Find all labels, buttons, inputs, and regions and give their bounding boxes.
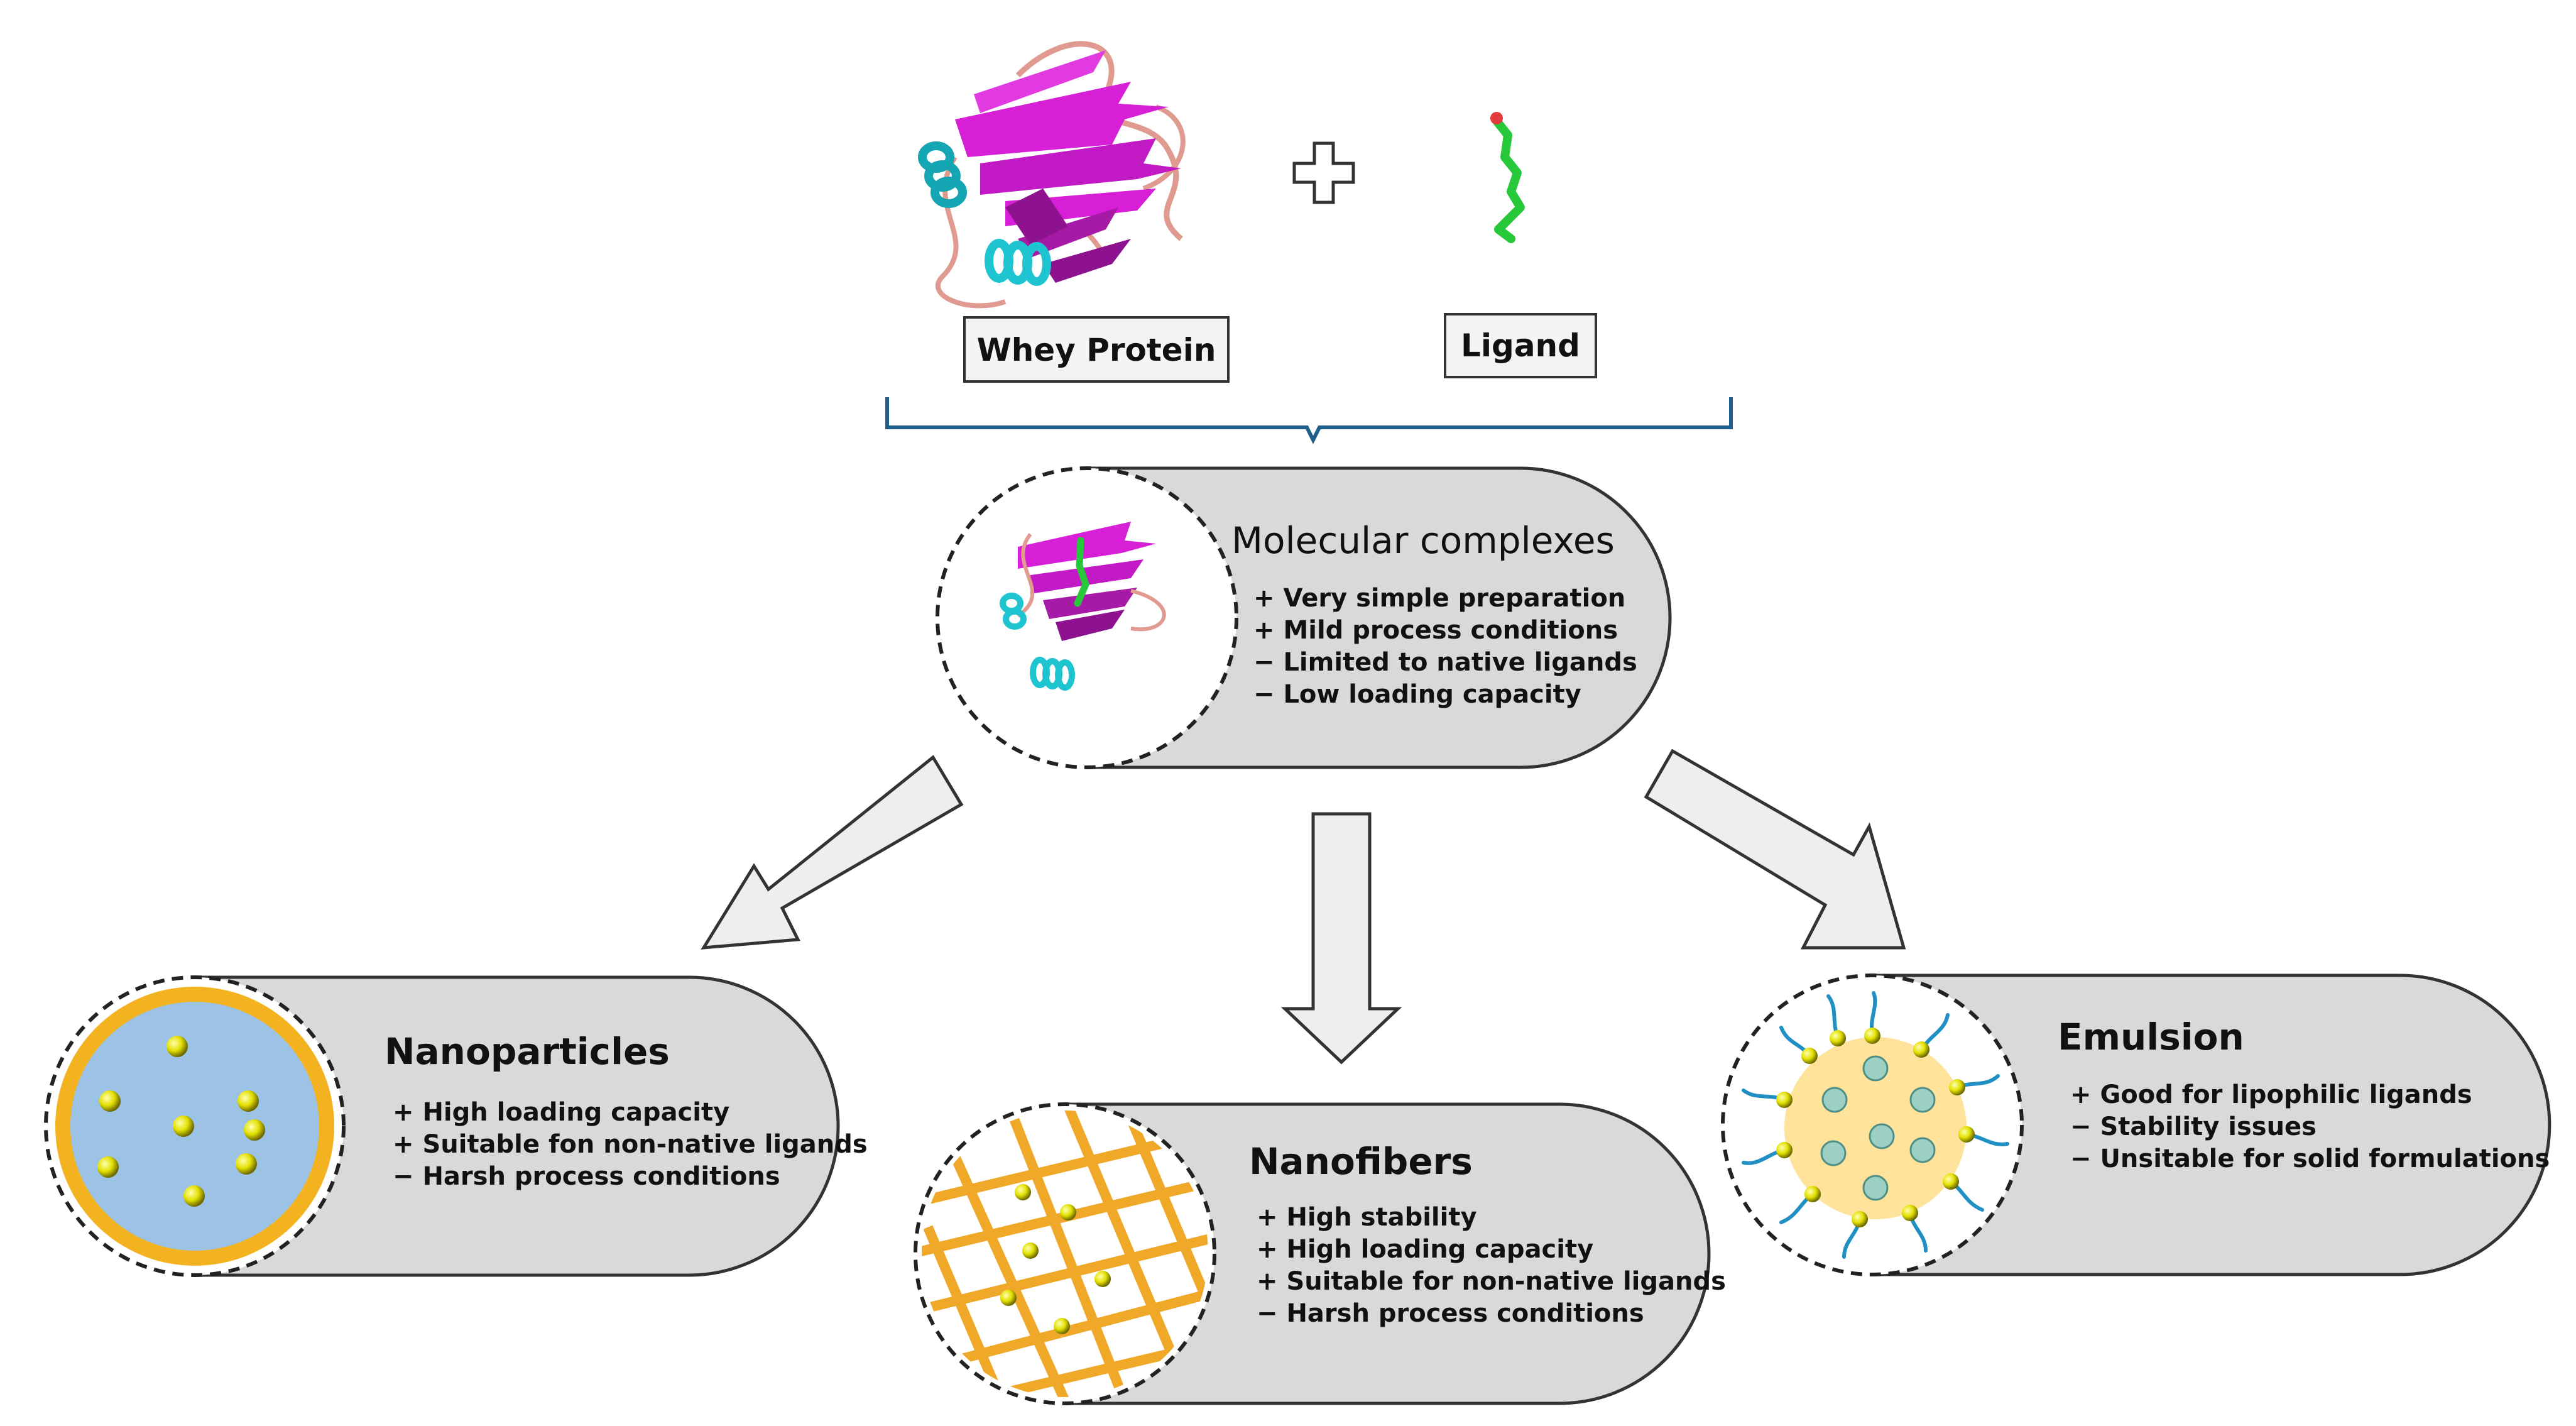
molecular-complexes-panel: Molecular complexes + Very simple prepar… <box>936 466 1672 769</box>
plus-icon <box>1292 141 1355 204</box>
emulsion-point-3: − Unsitable for solid formulations <box>2070 1144 2550 1173</box>
arrow-down-icon <box>1280 812 1402 1065</box>
whey-protein-label-box: Whey Protein <box>963 316 1230 383</box>
molecular-point-3: − Limited to native ligands <box>1253 648 1637 677</box>
molecular-point-2: + Mild process conditions <box>1253 616 1618 645</box>
nanofibers-point-1: + High stability <box>1257 1203 1477 1232</box>
bracket <box>885 397 1733 444</box>
ligand-label: Ligand <box>1461 327 1580 364</box>
nanoparticles-point-1: + High loading capacity <box>393 1098 729 1127</box>
nanofibers-point-3: + Suitable for non-native ligands <box>1257 1267 1726 1296</box>
nanofibers-panel: Nanofibers + High stability + High loadi… <box>914 1102 1726 1405</box>
emulsion-title: Emulsion <box>2058 1016 2244 1058</box>
nanofibers-point-4: − Harsh process conditions <box>1257 1299 1644 1328</box>
nanoparticles-title: Nanoparticles <box>385 1030 670 1073</box>
whey-protein-label: Whey Protein <box>977 332 1216 368</box>
oil-droplets <box>1820 1055 1936 1201</box>
nanofibers-point-2: + High loading capacity <box>1257 1235 1593 1264</box>
ligand-label-box: Ligand <box>1444 313 1597 378</box>
gold-sphere-icon <box>1776 1028 1975 1227</box>
nanoparticles-panel: Nanoparticles + High loading capacity + … <box>44 975 868 1277</box>
nanoparticle-icon <box>55 987 334 1266</box>
ligand-molecule-icon <box>1490 112 1525 243</box>
emulsion-panel: Emulsion + Good for lipophilic ligands −… <box>1721 974 2551 1276</box>
nanoparticles-point-3: − Harsh process conditions <box>393 1162 780 1191</box>
molecular-complex-icon <box>1000 522 1166 691</box>
nanoparticles-point-2: + Suitable fon non-native ligands <box>393 1130 868 1159</box>
gold-sphere-icon <box>97 1036 265 1207</box>
emulsion-droplet-icon <box>1742 991 2009 1259</box>
gold-sphere-icon <box>1000 1184 1111 1334</box>
molecular-point-4: − Low loading capacity <box>1253 680 1581 709</box>
emulsion-point-2: − Stability issues <box>2070 1112 2317 1141</box>
arrow-down-left-icon <box>701 755 964 950</box>
molecular-point-1: + Very simple preparation <box>1253 584 1625 613</box>
molecular-complexes-title: Molecular complexes <box>1231 519 1615 562</box>
nanofibers-title: Nanofibers <box>1249 1140 1473 1183</box>
whey-protein-icon <box>918 41 1186 309</box>
arrow-down-right-icon <box>1644 749 1906 950</box>
emulsion-point-1: + Good for lipophilic ligands <box>2070 1080 2472 1109</box>
